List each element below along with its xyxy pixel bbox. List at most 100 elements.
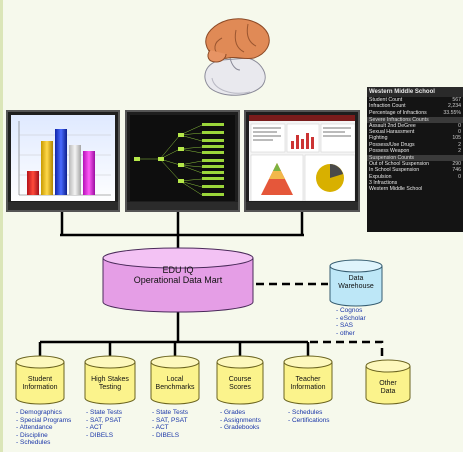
bar-white [69, 145, 81, 195]
report-row-label: Expulsion [369, 173, 392, 180]
report-row-value: 746 [452, 167, 461, 174]
operational-data-mart-cylinder [102, 247, 254, 313]
report-row: Out of School Suspension 290 [367, 161, 463, 167]
report-row-label: Fighting [369, 135, 388, 142]
data-mart-label: EDU IQ Operational Data Mart [103, 265, 253, 285]
mouse-hand-icon [204, 18, 270, 96]
other-data-link [310, 340, 384, 356]
report-row-value: 0 [458, 129, 461, 136]
list-item: Cognos [336, 307, 366, 315]
screen-taskbar [246, 202, 358, 210]
high-stakes-testing-items: State Tests SAT, PSAT ACT DIBELS [86, 409, 122, 439]
screen-taskbar [127, 202, 238, 210]
report-row: In School Suspension 746 [367, 167, 463, 173]
report-row-value: 567 [452, 97, 461, 104]
other-data-cylinder [365, 359, 411, 405]
report-row-label: Western Middle School [369, 186, 423, 193]
report-row-label: Possess Weapon [369, 147, 410, 154]
report-row-label: Assault 2nd DeGree [369, 123, 416, 130]
list-item: SAT, PSAT [86, 417, 122, 425]
list-item: Demographics [16, 409, 71, 417]
list-item: Schedules [288, 409, 330, 417]
list-item: ACT [152, 424, 188, 432]
local-benchmarks-items: State Tests SAT, PSAT ACT DIBELS [152, 409, 188, 439]
report-row: Fighting 105 [367, 135, 463, 141]
list-item: eScholar [336, 315, 366, 323]
list-item: Assignments [220, 417, 261, 425]
report-row-label: Out of School Suspension [369, 161, 429, 168]
bar-magenta [83, 151, 95, 195]
report-row: 3 Infractions [367, 180, 463, 186]
list-item: Certifications [288, 417, 330, 425]
report-row-label: Student Count [369, 97, 403, 104]
tree-thumbnail [134, 123, 224, 196]
list-item: SAT, PSAT [152, 417, 188, 425]
report-row-value: 290 [452, 161, 461, 168]
report-row-value: 2 [458, 147, 461, 154]
list-item: Schedules [16, 439, 71, 447]
report-row-value: 33.55% [443, 109, 461, 116]
report-row: Sexual Harassment 0 [367, 129, 463, 135]
report-row-label: Infraction Count [369, 103, 406, 110]
list-item: DIBELS [86, 432, 122, 440]
bottom-connectors [38, 312, 310, 357]
bar-chart-thumbnail [11, 115, 115, 201]
teacher-information-items: Schedules Certifications [288, 409, 330, 424]
report-row: Possess/Use Drugs 2 [367, 142, 463, 148]
list-item: Grades [220, 409, 261, 417]
course-scores-cylinder [216, 355, 264, 405]
student-information-cylinder [15, 355, 65, 405]
list-item: ACT [86, 424, 122, 432]
report-section-heading: Suspension Counts [367, 155, 463, 162]
local-benchmarks-cylinder [150, 355, 200, 405]
list-item: Attendance [16, 424, 71, 432]
bar-yellow [41, 141, 53, 195]
report-row-label: Possess/Use Drugs [369, 141, 415, 148]
data-mart-name: EDU IQ [162, 265, 194, 275]
list-item: other [336, 330, 366, 338]
report-row-label: 3 Infractions [369, 179, 398, 186]
report-row: Percentage of Infractions 33.55% [367, 110, 463, 116]
report-row-value: 2,234 [448, 103, 461, 110]
report-row: Possess Weapon 2 [367, 148, 463, 154]
dashboard-thumbnail [249, 115, 355, 201]
teacher-information-cylinder [283, 355, 333, 405]
report-row-value: 0 [458, 123, 461, 130]
report-row: Assault 2nd DeGree 0 [367, 123, 463, 129]
report-row-value: 0 [458, 173, 461, 180]
list-item: Gradebooks [220, 424, 261, 432]
data-warehouse-label: Data Warehouse [338, 275, 374, 290]
report-row-value: 105 [452, 135, 461, 142]
report-row: Infraction Count 2,234 [367, 103, 463, 109]
list-item: State Tests [86, 409, 122, 417]
report-section-heading: Severe Infractions Counts [367, 116, 463, 124]
report-title: Western Middle School [367, 87, 463, 98]
report-row-value: 2 [458, 141, 461, 148]
report-row-label: Percentage of Infractions [369, 109, 427, 116]
warehouse-tools-list: Cognos eScholar SAS other [336, 307, 366, 337]
student-information-items: Demographics Special Programs Attendance… [16, 409, 72, 447]
bar-red [27, 171, 39, 195]
bar-blue [55, 129, 67, 195]
report-row-label: In School Suspension [369, 167, 420, 174]
report-row-label: Sexual Harassment [369, 129, 415, 136]
dashboard-screenshot [244, 110, 360, 212]
tree-view-screenshot [125, 110, 240, 212]
high-stakes-testing-cylinder [84, 355, 136, 405]
report-row: Student Count 567 [367, 97, 463, 103]
list-item: Discipline [16, 432, 71, 440]
list-item: SAS [336, 322, 366, 330]
report-row: Western Middle School [367, 186, 463, 192]
page-border [0, 0, 3, 452]
data-warehouse-cylinder [329, 259, 383, 307]
screen-taskbar [8, 202, 118, 210]
list-item: Special Programs [16, 417, 71, 425]
